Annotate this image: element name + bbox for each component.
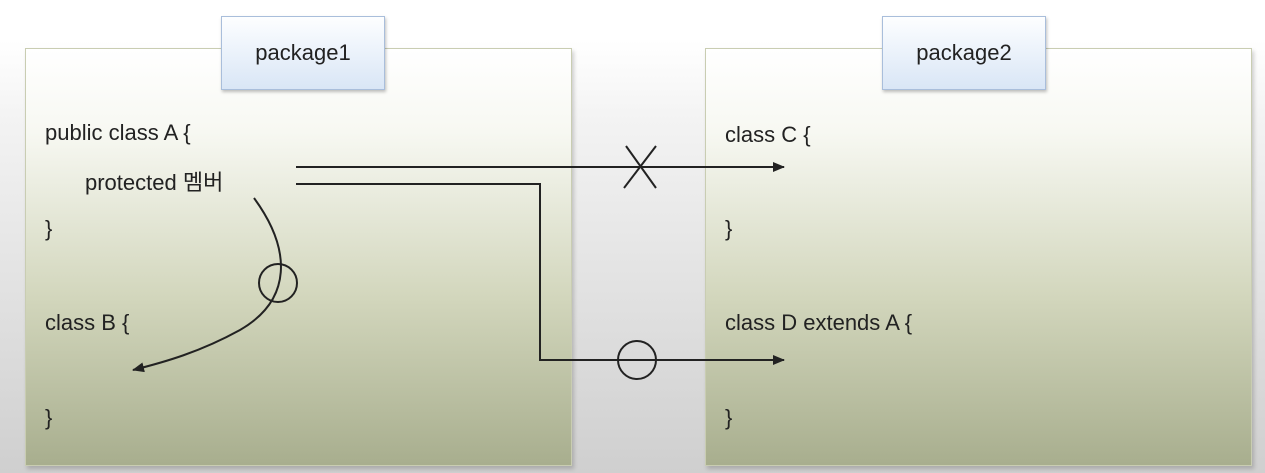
allowed-circle-class-b	[258, 263, 298, 303]
class-d-close-brace: }	[725, 405, 733, 430]
class-b-declaration: class B {	[45, 310, 130, 335]
package1-box	[25, 48, 572, 466]
class-d-declaration: class D extends A {	[725, 310, 913, 335]
denied-x-mark	[623, 145, 657, 189]
package1-label: package1	[221, 16, 385, 90]
protected-member: protected 멤버	[85, 170, 224, 195]
class-a-close-brace: }	[45, 216, 53, 241]
class-c-close-brace: }	[725, 216, 733, 241]
class-a-declaration: public class A {	[45, 120, 191, 145]
class-b-close-brace: }	[45, 405, 53, 430]
arrow-to-class-b	[132, 197, 282, 373]
package2-label: package2	[882, 16, 1046, 90]
allowed-circle-class-d	[617, 340, 657, 380]
class-c-declaration: class C {	[725, 122, 811, 147]
package2-box	[705, 48, 1252, 466]
arrow-to-class-d	[296, 183, 785, 365]
